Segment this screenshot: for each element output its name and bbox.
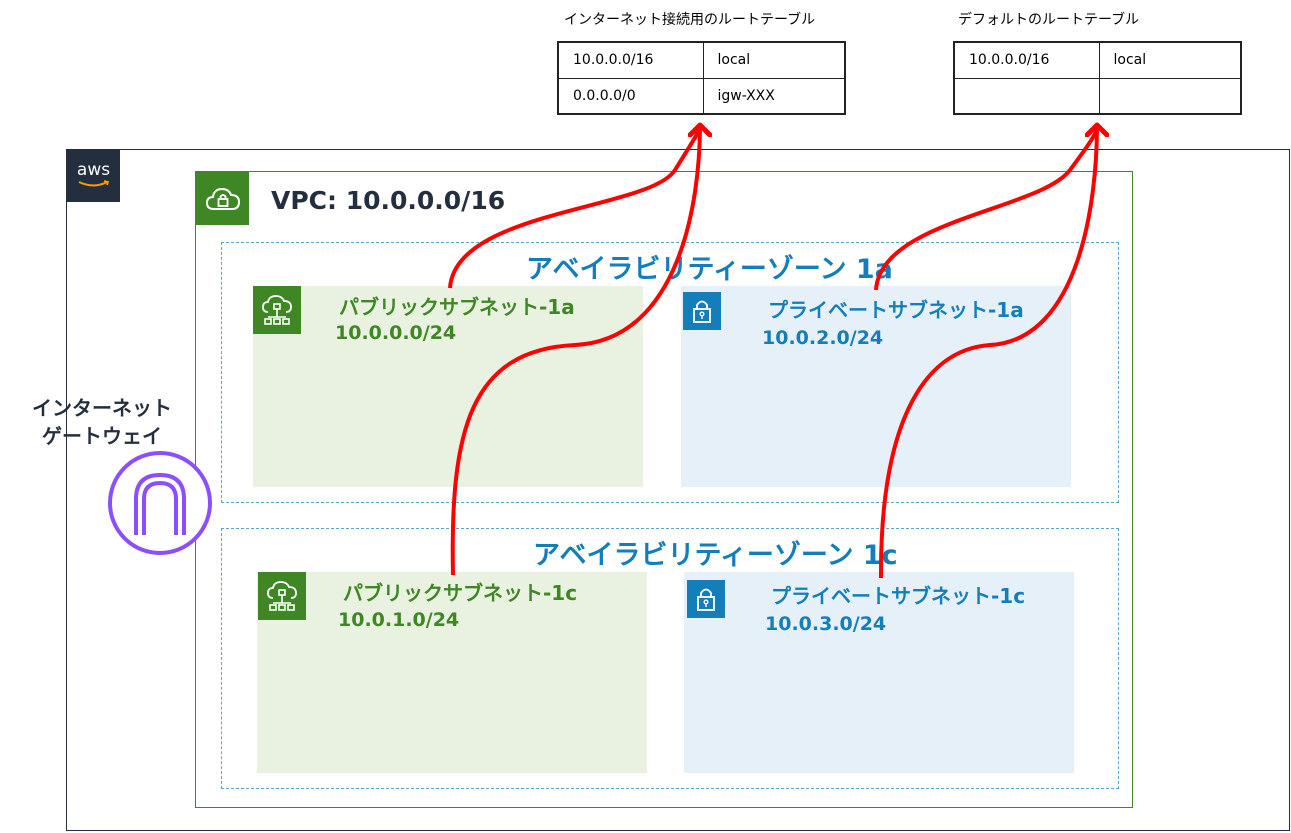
internet-gateway-icon (108, 451, 212, 555)
public-subnet-1c-name: パブリックサブネット-1c (343, 581, 578, 605)
public-subnet-1c (257, 572, 647, 773)
private-subnet-1c-cidr: 10.0.3.0/24 (765, 613, 887, 635)
az-label-1c: アベイラビリティーゾーン 1c (533, 540, 898, 571)
table-row: 0.0.0.0/0 igw-XXX (557, 77, 846, 115)
arrow-public-1c-to-internet-rt (450, 125, 700, 576)
internet-gateway-label-line1: インターネット (32, 396, 172, 420)
lock-icon (687, 580, 725, 618)
availability-zone-1a (221, 242, 1119, 503)
private-subnet-1c (684, 572, 1074, 773)
route-target: local (1098, 41, 1242, 79)
public-subnet-icon (253, 286, 301, 334)
arrow-private-1a-to-default-rt (874, 125, 1097, 291)
az-label-1a: アベイラビリティーゾーン 1a (526, 254, 893, 285)
route-target: igw-XXX (702, 77, 846, 115)
public-subnet-icon (258, 572, 306, 620)
aws-smile-icon (78, 180, 109, 187)
table-row: 10.0.0.0/16 local (557, 41, 846, 79)
route-destination: 10.0.0.0/16 (557, 41, 704, 79)
internet-route-table: 10.0.0.0/16 local 0.0.0.0/0 igw-XXX (557, 41, 846, 115)
public-subnet-1a-name: パブリックサブネット-1a (339, 295, 575, 319)
arrow-public-1a-to-internet-rt (448, 125, 700, 289)
vpc-icon (196, 172, 249, 225)
aws-logo-text: aws (76, 160, 111, 180)
vpc-label: VPC: 10.0.0.0/16 (271, 186, 506, 215)
internet-gateway-label-line2: ゲートウェイ (42, 424, 162, 448)
route-destination (953, 77, 1100, 115)
route-target (1098, 77, 1242, 115)
private-subnet-1a-cidr: 10.0.2.0/24 (762, 327, 884, 349)
route-target: local (702, 41, 846, 79)
lock-icon (683, 292, 721, 330)
arrow-private-1c-to-default-rt (878, 125, 1097, 579)
default-route-table-title: デフォルトのルートテーブル (958, 12, 1140, 28)
route-destination: 0.0.0.0/0 (557, 77, 704, 115)
table-row: 10.0.0.0/16 local (953, 41, 1242, 79)
private-subnet-1c-name: プライベートサブネット-1c (771, 584, 1026, 608)
public-subnet-1c-cidr: 10.0.1.0/24 (338, 609, 460, 631)
aws-logo: aws (67, 150, 120, 202)
aws-cloud-group (66, 149, 1290, 831)
default-route-table: 10.0.0.0/16 local (953, 41, 1242, 115)
internet-route-table-title: インターネット接続用のルートテーブル (564, 12, 816, 28)
public-subnet-1a-cidr: 10.0.0.0/24 (335, 322, 457, 344)
availability-zone-1c (221, 528, 1119, 789)
internet-gateway-label: インターネット ゲートウェイ (12, 394, 192, 450)
private-subnet-1a-name: プライベートサブネット-1a (768, 298, 1024, 322)
private-subnet-1a (681, 286, 1071, 487)
table-row (953, 77, 1242, 115)
public-subnet-1a (253, 286, 643, 487)
